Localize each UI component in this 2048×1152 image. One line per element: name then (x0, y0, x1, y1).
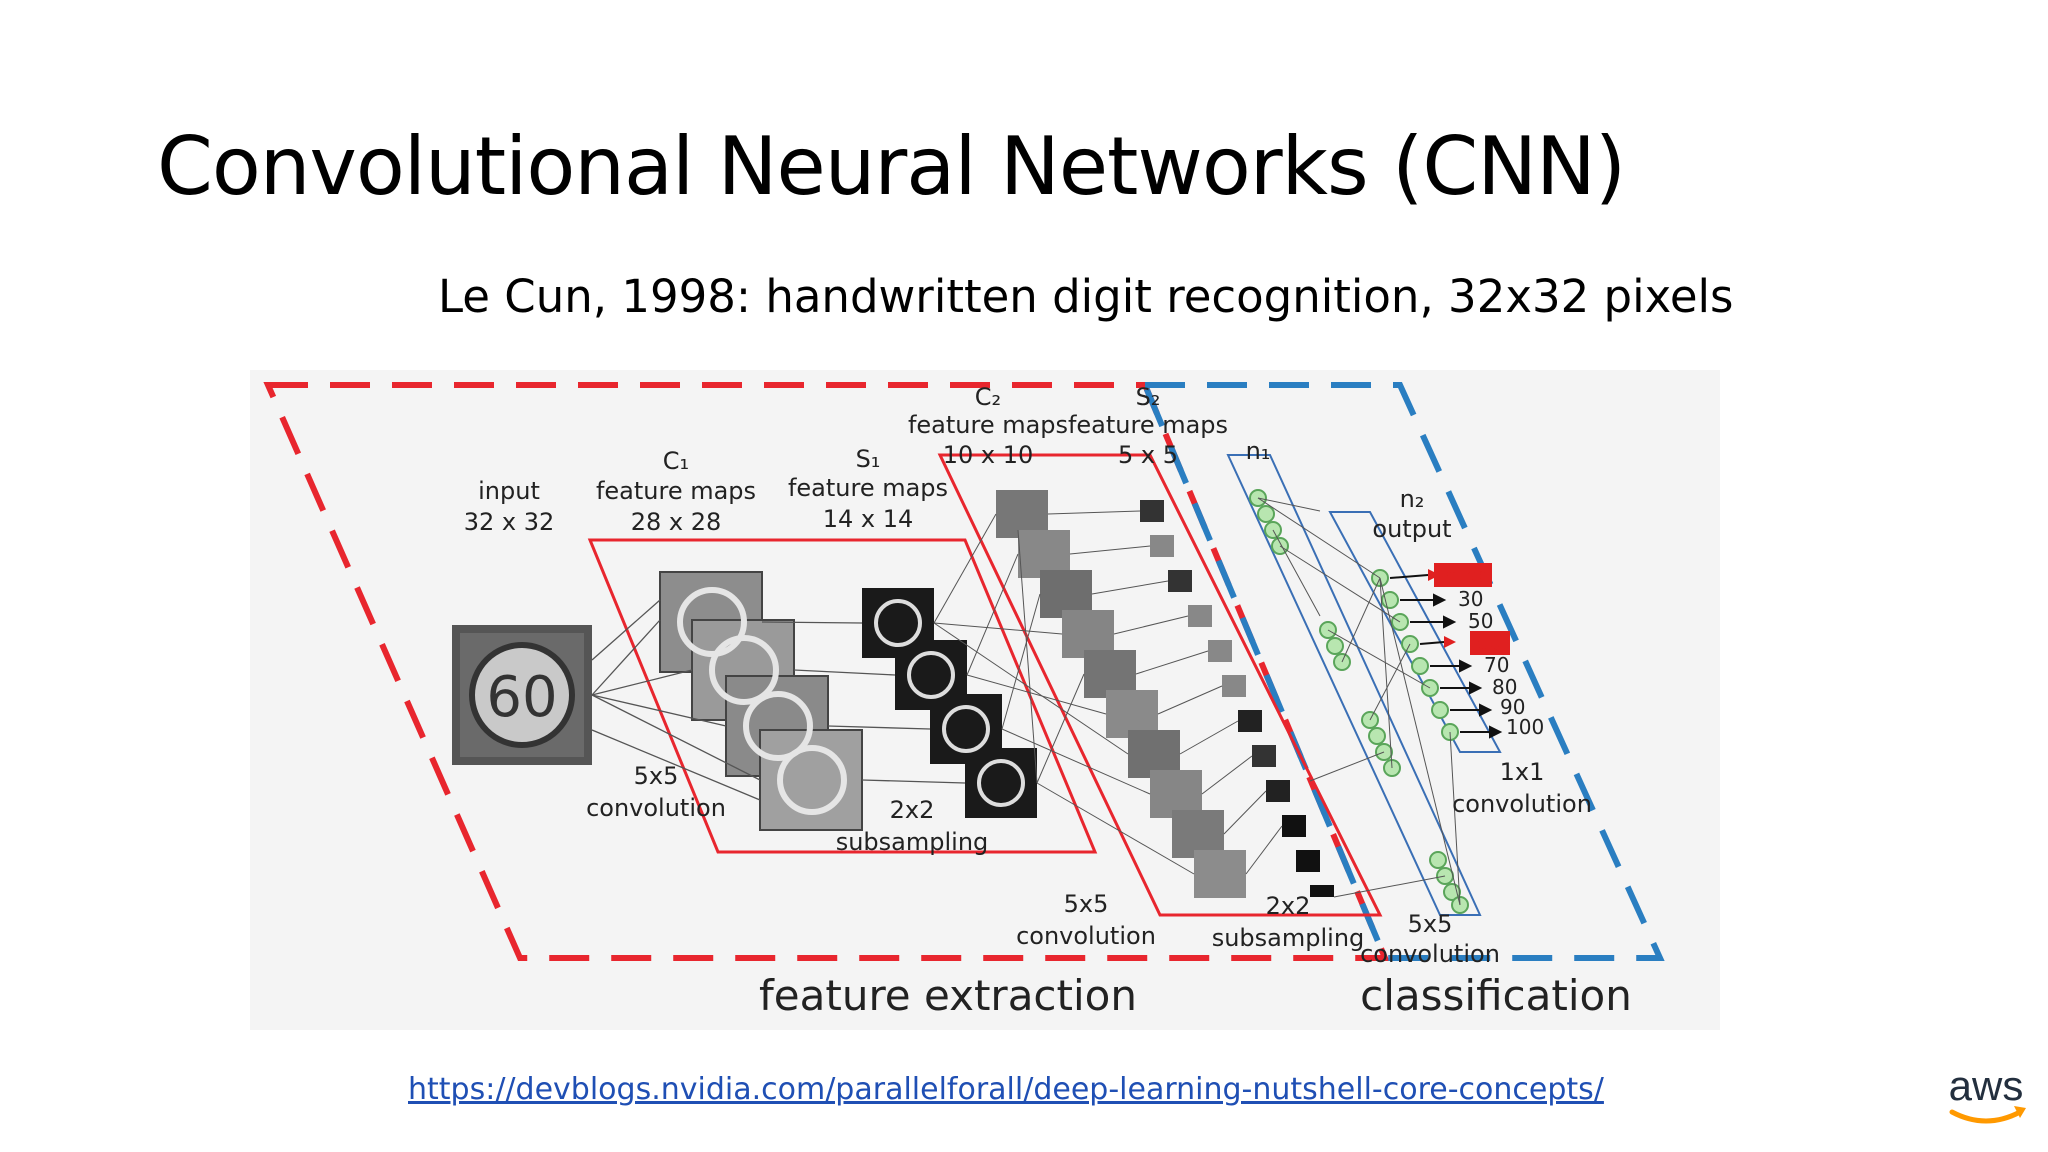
s2-map (1140, 500, 1164, 522)
s2-map (1310, 885, 1334, 897)
aws-smile-icon (1949, 1109, 2023, 1124)
s2-map (1208, 640, 1232, 662)
feature-extraction-border (263, 382, 1390, 961)
n2-desc-label: output (1372, 515, 1451, 543)
c1-feature-maps (659, 571, 863, 831)
n1-neuron (1429, 851, 1447, 869)
output-label: 60 (1475, 631, 1500, 655)
conv3-op-label: convolution (1360, 940, 1500, 968)
c2-layer-frame (937, 453, 1383, 917)
connections-s1-c2-s2 (933, 510, 1283, 875)
c2-label: C₂ (975, 383, 1001, 411)
s2-map (1282, 815, 1306, 837)
n2-neurons (1371, 569, 1459, 741)
slide-title: Convolutional Neural Networks (CNN) (157, 120, 1626, 213)
s1-label: S₁ (856, 445, 881, 473)
conv1-op-label: convolution (586, 794, 726, 822)
conv2-kernel-label: 5x5 (1064, 890, 1109, 918)
n1-neurons (1249, 489, 1469, 914)
sub2-op-label: subsampling (1212, 924, 1365, 952)
output-labels: stop 30 50 60 70 80 90 100 (1446, 563, 1544, 739)
s2-size-label: 5 x 5 (1118, 441, 1178, 469)
sub2-kernel-label: 2x2 (1266, 892, 1311, 920)
conv3-kernel-label: 5x5 (1408, 910, 1453, 938)
s2-desc-label: feature maps (1068, 411, 1228, 439)
s2-map (1222, 675, 1246, 697)
s1-map (965, 748, 1037, 818)
aws-logo-text: aws (1949, 1062, 2024, 1109)
s2-map (1266, 780, 1290, 802)
output-label: 80 (1492, 675, 1517, 699)
output-label: 50 (1468, 609, 1493, 633)
s2-map (1252, 745, 1276, 767)
feature-extraction-label: feature extraction (759, 971, 1137, 1020)
c1-layer-frame (587, 538, 1098, 854)
s2-label: S₂ (1136, 383, 1161, 411)
conv4-kernel-label: 1x1 (1500, 758, 1545, 786)
n2-neuron (1431, 701, 1449, 719)
n1-neuron (1368, 727, 1386, 745)
connections-classifier (1257, 497, 1461, 906)
s2-map (1296, 850, 1320, 872)
n2-neuron (1411, 657, 1429, 675)
sub1-op-label: subsampling (836, 828, 989, 856)
n1-neuron-column (1226, 454, 1482, 916)
s1-feature-maps (862, 588, 1037, 818)
output-highlight-stop (1434, 563, 1492, 587)
conv2-op-label: convolution (1016, 922, 1156, 950)
s2-feature-maps (1140, 500, 1334, 897)
output-label: stop (1446, 563, 1489, 587)
c1-label: C₁ (663, 447, 689, 475)
aws-logo: aws (1949, 1062, 2026, 1124)
s2-map (1150, 535, 1174, 557)
output-label: 70 (1484, 653, 1509, 677)
s1-desc-label: feature maps (788, 474, 948, 502)
input-size-label: 32 x 32 (464, 508, 555, 536)
operation-labels: 5x5 convolution 2x2 subsampling 5x5 conv… (586, 758, 1592, 968)
c2-size-label: 10 x 10 (943, 441, 1034, 469)
conv1-kernel-label: 5x5 (634, 762, 679, 790)
n1-neuron (1326, 637, 1344, 655)
sub1-kernel-label: 2x2 (890, 796, 935, 824)
c2-feature-maps (996, 490, 1246, 898)
source-link[interactable]: https://devblogs.nvidia.com/parallelfora… (408, 1072, 1604, 1107)
classification-label: classification (1360, 971, 1632, 1020)
slide-subtitle: Le Cun, 1998: handwritten digit recognit… (438, 270, 1734, 323)
aws-arrow-icon (2014, 1106, 2026, 1118)
connections-input-c1 (591, 599, 966, 801)
s2-map (1188, 605, 1212, 627)
output-label: 30 (1458, 587, 1483, 611)
n1-neuron (1257, 505, 1275, 523)
input-image-digits: 60 (486, 665, 557, 730)
n1-label: n₁ (1246, 437, 1271, 465)
n2-label: n₂ (1400, 485, 1425, 513)
c2-desc-label: feature maps (908, 411, 1068, 439)
output-label: 100 (1506, 715, 1544, 739)
s2-map (1168, 570, 1192, 592)
s1-size-label: 14 x 14 (823, 505, 914, 533)
s2-map (1238, 710, 1262, 732)
output-label: 90 (1500, 695, 1525, 719)
c2-map (1194, 850, 1246, 898)
input-image: 60 (452, 625, 592, 765)
c1-desc-label: feature maps (596, 477, 756, 505)
stage-labels: input 32 x 32 C₁ feature maps 28 x 28 S₁… (464, 383, 1452, 543)
conv4-op-label: convolution (1452, 790, 1592, 818)
input-label: input (478, 477, 540, 505)
c1-size-label: 28 x 28 (631, 508, 722, 536)
output-highlight-60 (1470, 631, 1510, 655)
